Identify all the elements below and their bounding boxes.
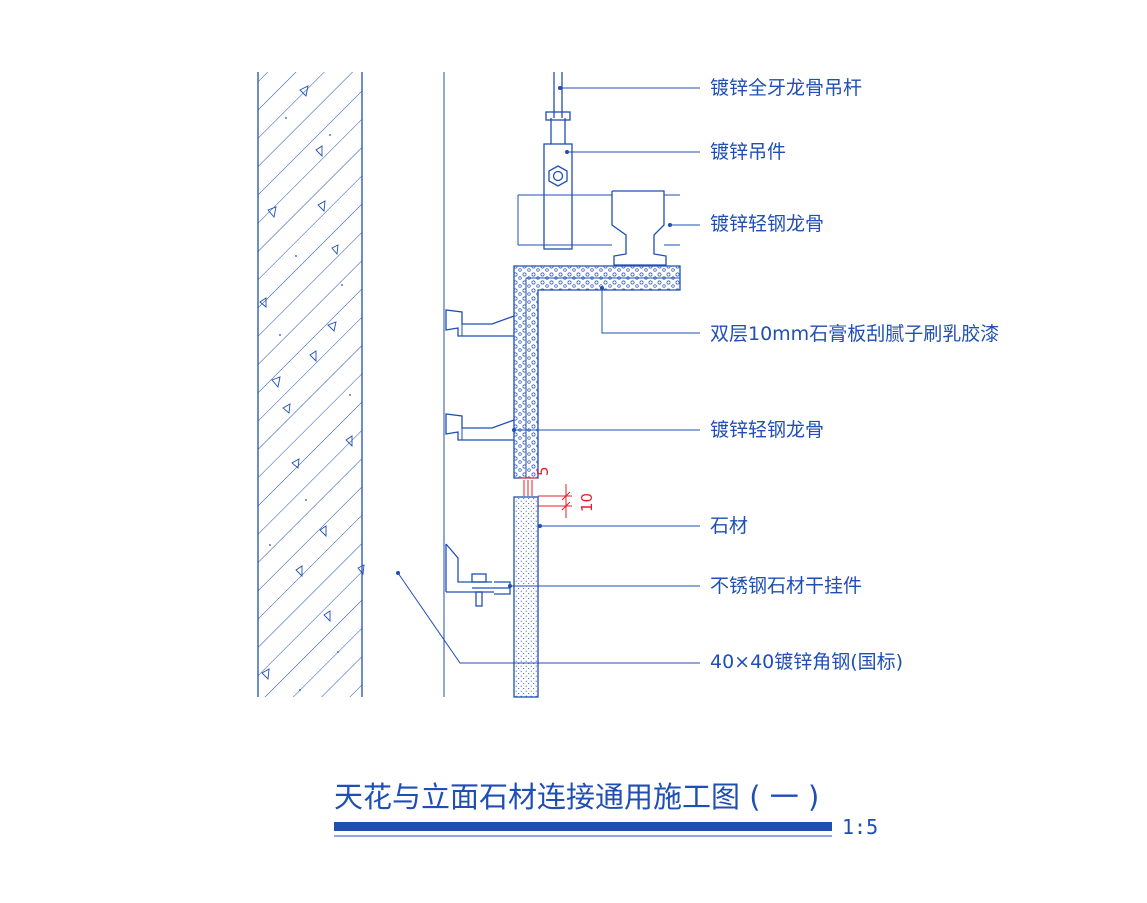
dimension-marks: 5 10 (520, 466, 596, 518)
label-gypsum-board: 双层10mm石膏板刮腻子刷乳胶漆 (710, 322, 999, 345)
dimension-offset: 10 (578, 493, 596, 512)
drawing-scale: 1:5 (842, 815, 878, 839)
label-hanger-rod: 镀锌全牙龙骨吊杆 (710, 77, 862, 99)
hanger-rod (553, 72, 563, 118)
dimension-gap: 5 (534, 466, 552, 476)
gypsum-board (513, 265, 681, 479)
concrete-wall (257, 72, 365, 697)
label-hanger: 镀锌吊件 (710, 141, 786, 163)
label-stone: 石材 (710, 515, 748, 537)
label-stone-pendant: 不锈钢石材干挂件 (710, 575, 862, 597)
side-keel-upper (445, 309, 515, 337)
label-side-keel: 镀锌轻钢龙骨 (710, 419, 824, 441)
drawing-title: 天花与立面石材连接通用施工图 ( 一 ) (334, 780, 819, 814)
title-block: 天花与立面石材连接通用施工图 ( 一 ) 1:5 (334, 780, 878, 839)
hanger-clip (543, 111, 573, 250)
stone-panel (513, 496, 539, 698)
label-angle-steel: 40×40镀锌角钢(国标) (710, 651, 903, 673)
leader-lines (396, 86, 700, 664)
angle-steel-bracket (445, 543, 494, 593)
main-keel (517, 190, 680, 266)
stone-pendant (471, 573, 511, 607)
label-main-keel: 镀锌轻钢龙骨 (710, 213, 824, 235)
side-keel-lower (445, 413, 515, 441)
